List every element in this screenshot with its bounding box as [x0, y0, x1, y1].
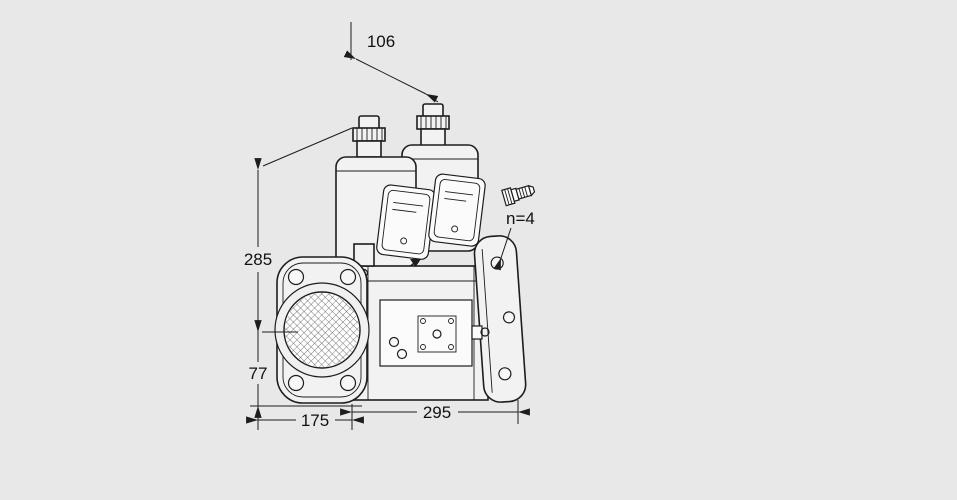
bolt-hole: [498, 367, 512, 381]
dim-285-label: 285: [244, 250, 272, 269]
front-coil-cap-top: [358, 115, 380, 130]
right-flange-plate: [473, 235, 527, 403]
dim-175-label: 175: [301, 411, 329, 430]
nameplate-text-lines: [392, 201, 424, 213]
pressure-tap-icon: [388, 336, 400, 348]
bolt-tip: [527, 184, 536, 197]
label-backing: [245, 362, 272, 384]
bolt-count-label: n=4: [506, 209, 535, 228]
dimension-line: [343, 50, 439, 103]
bolt-hole: [287, 374, 305, 392]
front-coil-cap-neck: [356, 140, 382, 158]
bolt-hole: [287, 268, 305, 286]
junction-box: [353, 243, 375, 267]
extension-line-top: [262, 127, 353, 167]
rear-coil-cap-top: [422, 103, 444, 118]
adjuster-icon: [432, 329, 442, 339]
screw-icon: [448, 318, 454, 324]
strainer-mesh: [285, 293, 359, 367]
nameplate-inner: [381, 189, 431, 255]
right-flange: [473, 235, 527, 403]
side-fitting: [471, 325, 483, 340]
nameplate-outer: [428, 173, 486, 247]
nameplate-text-lines: [444, 191, 474, 202]
front-coil-knurl-band: [352, 127, 386, 142]
bolt-hole: [339, 374, 357, 392]
pressure-tap-icon: [396, 348, 408, 360]
screw-icon: [420, 344, 426, 350]
screw-icon: [448, 344, 454, 350]
label-backing: [296, 409, 335, 430]
nameplate-dot: [451, 225, 459, 233]
label-backing: [240, 247, 276, 272]
front-coil-nameplate: [376, 184, 436, 260]
control-panel: [417, 315, 457, 353]
body-position-marker: [410, 259, 421, 267]
nameplate-dot: [400, 237, 408, 245]
extension-tail: [425, 93, 439, 103]
rear-coil-cap-neck: [420, 128, 446, 147]
dimension-77: 77: [245, 320, 272, 406]
rear-coil-knurl-hatch: [420, 116, 447, 129]
bolt-hole: [339, 268, 357, 286]
dimension-175: 175: [246, 404, 364, 430]
leader-line: [493, 227, 512, 271]
dimension-295: 295: [340, 400, 530, 424]
rear-coil-nameplate: [428, 173, 486, 247]
dim-77-label: 77: [249, 364, 268, 383]
screw-icon: [420, 318, 426, 324]
bolt-icon: [501, 184, 536, 207]
left-flange: [274, 256, 370, 404]
bolt-hole: [502, 311, 516, 324]
bolt-count-annotation: n=4: [493, 184, 536, 271]
dim-295-label: 295: [423, 403, 451, 422]
control-panel-screws: [420, 318, 454, 350]
control-plate-face: [379, 299, 473, 367]
control-plate: [379, 299, 490, 367]
dimension-106: 106: [343, 22, 439, 103]
side-fitting-knob: [480, 327, 490, 337]
front-coil-knurl-hatch: [356, 128, 383, 141]
bolt-head-facets: [504, 188, 513, 205]
bolt-thread-hatch: [518, 186, 528, 199]
nameplate-inner: [433, 179, 481, 242]
label-backing: [417, 401, 458, 422]
bolt-hole: [490, 256, 504, 270]
right-flange-edge-line: [481, 249, 493, 393]
rear-coil-knurl-band: [416, 115, 450, 130]
dim-106-label: 106: [367, 32, 395, 51]
